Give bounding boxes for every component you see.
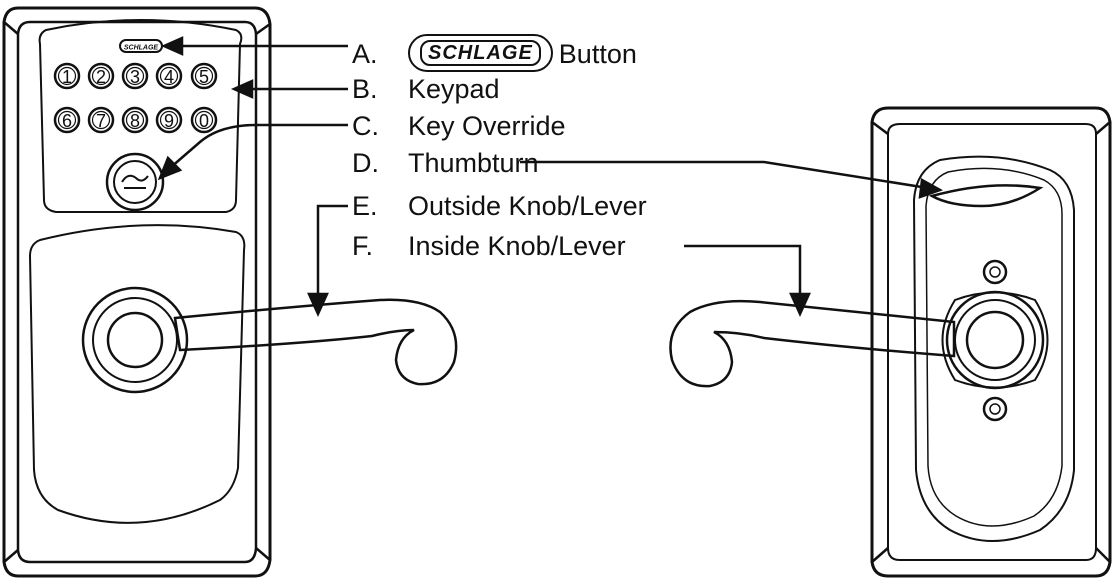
callout-f-label: Inside Knob/Lever [408, 231, 626, 261]
schlage-button-text: SCHLAGE [124, 45, 159, 52]
callout-d-letter: D. [352, 148, 379, 178]
key-9: 9 [155, 106, 183, 134]
outside-lever [81, 286, 458, 394]
key-5: 5 [190, 62, 218, 90]
key-3-label: 3 [130, 67, 140, 87]
key-1-label: 1 [62, 67, 72, 87]
callout-f-arrow [789, 292, 811, 318]
schlage-button: SCHLAGE [119, 39, 163, 53]
key-7: 7 [87, 106, 115, 134]
key-2: 2 [87, 62, 115, 90]
callout-d-arrow [918, 178, 944, 199]
callout-lines [157, 36, 944, 318]
callout-c-arrow [157, 155, 183, 181]
callout-c-line [169, 123, 348, 169]
inside-lever [669, 299, 956, 388]
key-9-label: 9 [164, 111, 174, 131]
callout-b: B. Keypad [352, 74, 500, 104]
callout-d-line [520, 160, 929, 190]
key-7-label: 7 [96, 111, 106, 131]
key-override-cylinder-icon [105, 152, 165, 212]
callout-f-line [684, 244, 802, 298]
callout-c-letter: C. [352, 111, 379, 141]
key-5-label: 5 [199, 67, 209, 87]
callout-e-line [316, 204, 348, 298]
key-8-label: 8 [130, 111, 140, 131]
callout-e-letter: E. [352, 191, 378, 221]
callout-c-label: Key Override [408, 111, 566, 141]
callout-d: D. Thumbturn [352, 148, 539, 178]
callout-f: F. Inside Knob/Lever [352, 231, 626, 261]
key-6-label: 6 [62, 111, 72, 131]
callout-a-label: Button [558, 39, 637, 69]
callout-a: A. SCHLAGE Button [352, 34, 637, 72]
key-3: 3 [121, 62, 149, 90]
key-0: 0 [190, 106, 218, 134]
key-6: 6 [53, 106, 81, 134]
key-1: 1 [53, 62, 81, 90]
key-8: 8 [121, 106, 149, 134]
callout-e: E. Outside Knob/Lever [352, 191, 647, 221]
callout-a-letter: A. [352, 39, 378, 69]
callout-e-label: Outside Knob/Lever [408, 191, 647, 221]
inside-escutcheon [870, 106, 1112, 578]
callout-e-arrow [307, 292, 329, 318]
callout-a-arrow [160, 36, 184, 56]
callout-b-label: Keypad [408, 74, 500, 104]
callout-b-arrow [230, 79, 254, 99]
key-2-label: 2 [96, 67, 106, 87]
outside-escutcheon [2, 6, 272, 578]
key-4: 4 [155, 62, 183, 90]
key-0-label: 0 [199, 111, 209, 131]
callout-f-letter: F. [352, 231, 374, 261]
keypad: 1 2 3 4 5 6 7 8 9 0 [53, 62, 218, 134]
key-4-label: 4 [164, 67, 174, 87]
callout-c: C. Key Override [352, 111, 566, 141]
callout-d-label: Thumbturn [408, 148, 539, 178]
schlage-logo: SCHLAGE [408, 34, 553, 72]
callout-b-letter: B. [352, 74, 378, 104]
thumbturn-icon [928, 184, 1044, 208]
schlage-logo-text: SCHLAGE [420, 40, 541, 66]
inside-rose [941, 259, 1049, 422]
